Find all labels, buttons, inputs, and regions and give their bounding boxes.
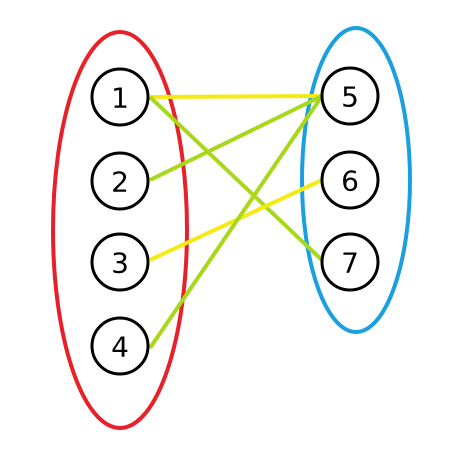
edge-1-7 xyxy=(148,95,326,264)
node-2-circle xyxy=(90,151,150,211)
node-4: 4 xyxy=(90,316,150,376)
node-1-circle xyxy=(90,67,150,127)
node-6-label: 6 xyxy=(341,165,359,198)
node-6: 6 xyxy=(320,150,380,210)
node-4-circle xyxy=(90,316,150,376)
node-3-label: 3 xyxy=(111,247,129,280)
node-2-label: 2 xyxy=(111,166,129,199)
right-group-outline xyxy=(300,26,412,334)
edge-2-5 xyxy=(149,94,323,182)
node-7-label: 7 xyxy=(341,247,359,280)
node-3: 3 xyxy=(90,232,150,292)
node-7-circle xyxy=(320,232,380,292)
node-5: 5 xyxy=(320,66,380,126)
left-group-outline xyxy=(51,30,189,430)
edge-4-5 xyxy=(148,94,324,350)
node-5-label: 5 xyxy=(341,81,359,114)
node-6-circle xyxy=(320,150,380,210)
node-4-label: 4 xyxy=(111,331,129,364)
node-3-circle xyxy=(90,232,150,292)
edges-layer xyxy=(148,94,326,350)
node-7: 7 xyxy=(320,232,380,292)
node-5-circle xyxy=(320,66,380,126)
edge-1-5 xyxy=(149,94,323,99)
node-1: 1 xyxy=(90,67,150,127)
node-1-label: 1 xyxy=(111,82,129,115)
node-2: 2 xyxy=(90,151,150,211)
